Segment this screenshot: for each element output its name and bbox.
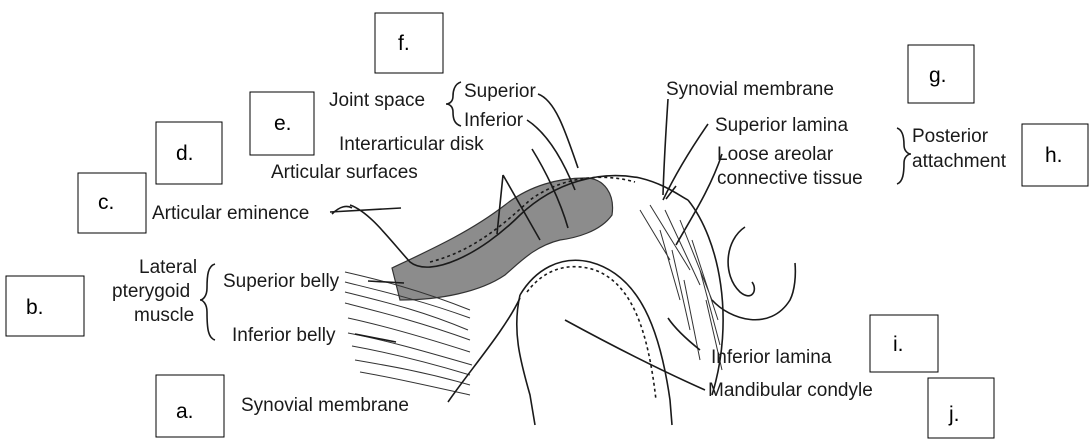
- answer-box-j[interactable]: j.: [928, 378, 994, 438]
- answer-box-b[interactable]: b.: [6, 276, 84, 336]
- condyle-outline: [520, 260, 672, 425]
- label-mandibular-condyle: Mandibular condyle: [708, 380, 873, 401]
- answer-box-g[interactable]: g.: [908, 45, 974, 103]
- label-superior-lamina: Superior lamina: [715, 115, 848, 136]
- posterior-attachment-brace: [897, 128, 911, 184]
- label-articular-surfaces: Articular surfaces: [271, 162, 418, 183]
- label-synovial-membrane-bottom: Synovial membrane: [241, 395, 409, 416]
- label-articular-eminence: Articular eminence: [152, 203, 309, 224]
- answer-box-f[interactable]: f.: [375, 13, 443, 73]
- answer-box-d[interactable]: d.: [156, 122, 222, 184]
- label-connective-tissue: connective tissue: [717, 168, 863, 189]
- answer-box-h[interactable]: h.: [1022, 124, 1088, 186]
- answer-box-c[interactable]: c.: [78, 173, 146, 233]
- answer-box-a[interactable]: a.: [156, 375, 224, 437]
- label-posterior: Posterior: [912, 126, 989, 147]
- answer-box-g-label: g.: [929, 64, 947, 87]
- answer-box-i[interactable]: i.: [870, 315, 938, 372]
- interarticular-disk-shape: [392, 178, 613, 300]
- ear-loop: [728, 227, 754, 296]
- answer-box-b-label: b.: [26, 296, 44, 319]
- label-pterygoid: pterygoid: [112, 281, 190, 302]
- label-attachment: attachment: [912, 151, 1007, 172]
- label-interarticular-disk: Interarticular disk: [339, 134, 484, 155]
- label-inferior-belly: Inferior belly: [232, 325, 336, 346]
- answer-box-j-label: j.: [948, 403, 960, 426]
- label-superior-belly: Superior belly: [223, 271, 340, 292]
- label-lateral: Lateral: [139, 257, 197, 278]
- answer-box-e[interactable]: e.: [250, 92, 314, 155]
- label-inferior-lamina: Inferior lamina: [711, 347, 832, 368]
- answer-box-e-label: e.: [274, 112, 292, 135]
- condyle-neck: [517, 295, 535, 425]
- answer-box-d-label: d.: [176, 142, 194, 165]
- answer-box-c-label: c.: [98, 191, 114, 214]
- lateral-pterygoid-brace: [200, 264, 215, 340]
- label-synovial-membrane-top: Synovial membrane: [666, 79, 834, 100]
- condyle-dashed: [527, 267, 656, 400]
- answer-box-f-label: f.: [398, 32, 410, 55]
- label-muscle: muscle: [134, 305, 194, 326]
- posterior-tissue-hatching: [640, 205, 722, 370]
- answer-box-i-label: i.: [893, 333, 904, 356]
- label-loose-areolar: Loose areolar: [717, 144, 834, 165]
- label-superior: Superior: [464, 81, 536, 102]
- joint-space-brace: [446, 82, 461, 126]
- label-joint-space: Joint space: [329, 90, 425, 111]
- answer-box-h-label: h.: [1045, 144, 1063, 167]
- label-inferior: Inferior: [464, 110, 524, 131]
- answer-box-a-label: a.: [176, 400, 194, 423]
